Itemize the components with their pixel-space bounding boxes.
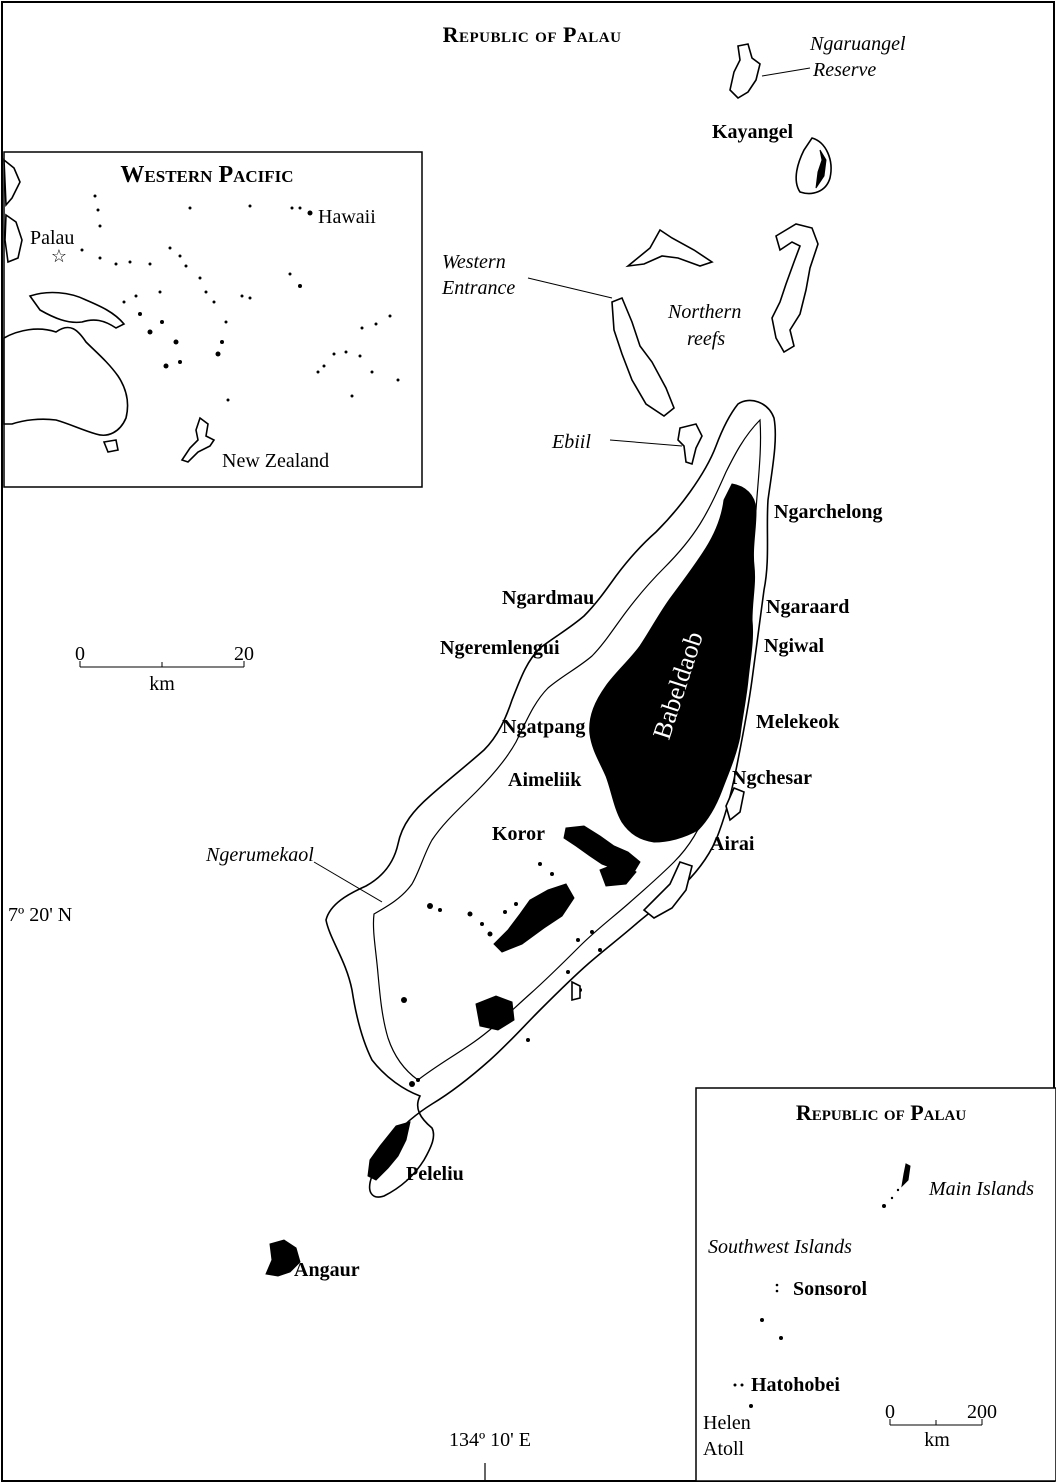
inset-label-helen-2: Atoll [703, 1438, 745, 1460]
northern-reef-east [771, 223, 819, 354]
kayangel-atoll [795, 137, 832, 195]
label-northern-1: Northern [667, 301, 741, 323]
asia-coast [3, 158, 21, 208]
rock-islands-2 [475, 995, 515, 1031]
leader-ngerumekaol [313, 861, 383, 903]
map-title: Republic of Palau [443, 22, 622, 47]
inset-scale-start: 0 [885, 1401, 895, 1423]
label-airai: Airai [710, 833, 755, 855]
label-melekeok: Melekeok [756, 711, 840, 733]
label-peleliu: Peleliu [406, 1163, 464, 1185]
inset-label-sonsorol: Sonsorol [793, 1278, 868, 1300]
inset-republic-of-palau: Republic of Palau Main Islands Southwest… [695, 1087, 1056, 1482]
new-guinea [28, 291, 126, 329]
inset-republic-frame [695, 1087, 1056, 1482]
inset-label-main-islands: Main Islands [928, 1178, 1034, 1200]
inset-label-southwest-islands: Southwest Islands [708, 1236, 852, 1258]
inset-label-hatohobei: Hatohobei [751, 1374, 840, 1396]
australia [3, 326, 129, 436]
inset-republic-title: Republic of Palau [796, 1100, 967, 1125]
label-ngaruangel-1: Ngaruangel [809, 33, 906, 55]
philippines-islands [4, 213, 23, 264]
inset-island-dots [733, 1188, 900, 1408]
label-ngchesar: Ngchesar [732, 767, 812, 789]
ebiil-reef [677, 423, 703, 466]
label-ngeremlengui: Ngeremlengui [440, 637, 560, 659]
inset-scale-unit: km [924, 1429, 950, 1451]
main-scale-end: 20 [234, 643, 254, 665]
label-ngerumekaol: Ngerumekaol [205, 844, 314, 866]
rock-islands-3 [599, 861, 637, 887]
inset-western-pacific-title: Western Pacific [120, 162, 293, 188]
ngchesar-reef [725, 786, 745, 822]
latitude-label: 7º 20' N [8, 904, 72, 926]
peleliu-land [367, 1121, 411, 1181]
palau-star-icon: ☆ [51, 246, 67, 266]
main-scale-unit: km [149, 673, 175, 695]
babeldaob-land [589, 483, 757, 843]
inset-label-hawaii: Hawaii [318, 206, 376, 228]
ngaruangel-reef [729, 43, 761, 100]
label-kayangel: Kayangel [712, 121, 794, 143]
label-ngardmau: Ngardmau [502, 587, 594, 609]
label-aimeliik: Aimeliik [508, 769, 582, 791]
new-zealand-islands [180, 416, 216, 463]
label-northern-2: reefs [687, 328, 725, 350]
label-ngiwal: Ngiwal [764, 635, 824, 657]
rock-islands-1 [493, 883, 575, 953]
island-chain [265, 43, 832, 1277]
label-ngaruangel-2: Reserve [812, 59, 876, 81]
inset-western-pacific: Western Pacific [3, 151, 423, 488]
small-reef-east [571, 980, 581, 1002]
northern-reef-west [625, 228, 714, 268]
leader-ebiil [609, 439, 683, 447]
inset-scale-bar: 0 200 km [885, 1401, 997, 1451]
inset-label-helen-1: Helen [703, 1412, 751, 1434]
longitude-label: 134º 10' E [449, 1429, 531, 1451]
angaur-land [265, 1239, 301, 1277]
label-ngarchelong: Ngarchelong [774, 501, 883, 523]
main-scale-bar: 0 20 km [75, 643, 254, 695]
kayangel-land [815, 149, 827, 189]
label-ngatpang: Ngatpang [502, 716, 585, 738]
pacific-islands-dots [80, 194, 400, 402]
main-scale-start: 0 [75, 643, 85, 665]
label-angaur: Angaur [294, 1259, 360, 1281]
airai-reef [642, 861, 693, 919]
inset-label-new-zealand: New Zealand [222, 450, 329, 472]
inset-main-islands-shape [901, 1163, 911, 1188]
inset-scale-end: 200 [967, 1401, 997, 1423]
label-koror: Koror [492, 823, 545, 845]
rock-islands-dots [401, 862, 602, 1087]
label-ebiil: Ebiil [551, 431, 591, 453]
tasmania [102, 439, 119, 453]
leader-ngaruangel [761, 67, 811, 77]
label-western-2: Entrance [441, 277, 515, 299]
leader-western-entrance [527, 277, 613, 299]
inset-label-palau: Palau [30, 227, 74, 249]
label-western-1: Western [442, 251, 506, 273]
label-ngaraard: Ngaraard [766, 596, 849, 618]
western-entrance-reef [611, 296, 675, 417]
